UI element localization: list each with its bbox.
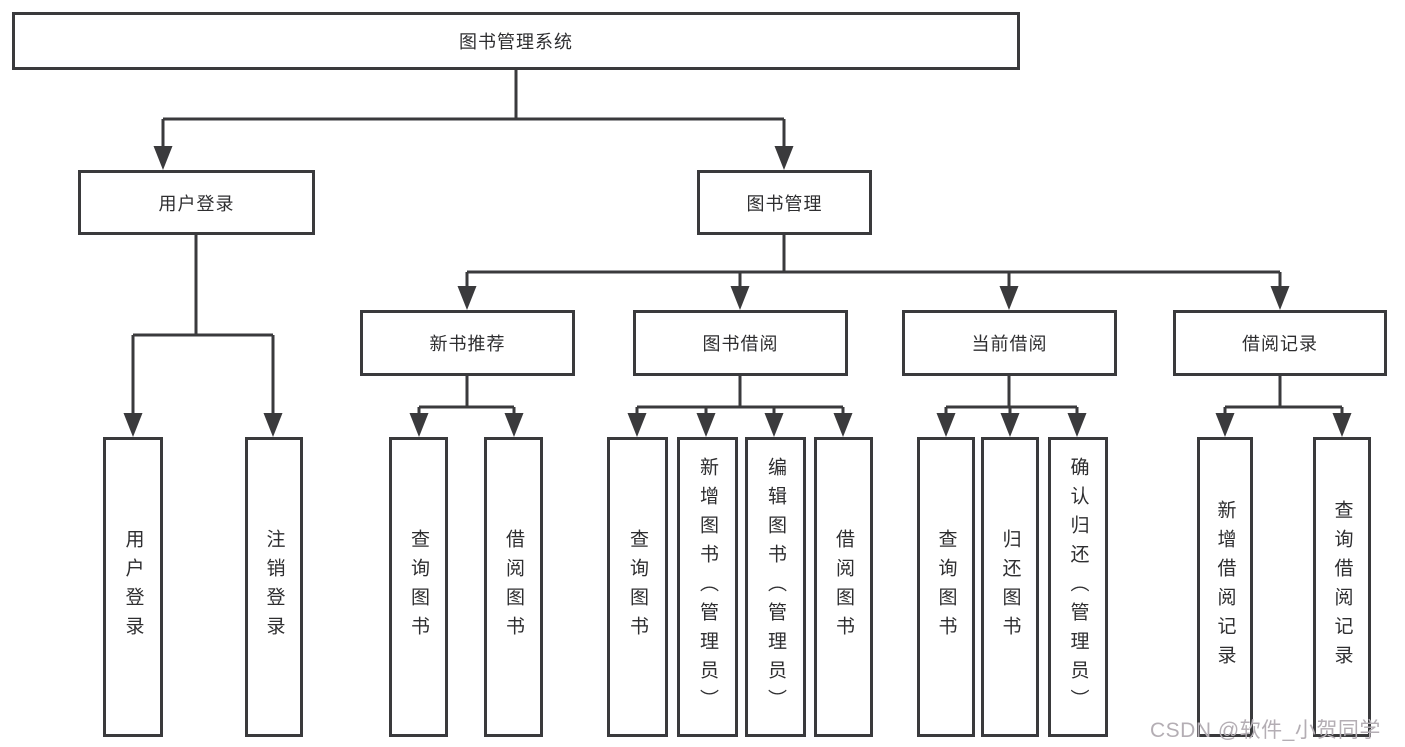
node-label-query-borrow-record: 查询借阅记录 [1331, 500, 1353, 674]
node-borrow-books-2: 借阅图书 [814, 437, 873, 737]
node-label-user-login-leaf: 用户登录 [122, 529, 144, 645]
node-label-edit-books-admin: 编辑图书（管理员） [765, 456, 786, 718]
arrowhead-icon [409, 413, 429, 437]
node-confirm-return-admin: 确认归还（管理员） [1048, 437, 1108, 737]
node-label-borrowing-records: 借阅记录 [1242, 334, 1318, 354]
node-label-logout-leaf: 注销登录 [263, 529, 285, 645]
node-root: 图书管理系统 [12, 12, 1020, 70]
node-book-management: 图书管理 [697, 170, 872, 235]
arrowhead-icon [263, 413, 283, 437]
arrowhead-icon [504, 413, 524, 437]
arrowhead-icon [764, 413, 784, 437]
node-user-login-leaf: 用户登录 [103, 437, 163, 737]
node-label-user-login: 用户登录 [158, 193, 235, 214]
node-return-books: 归还图书 [981, 437, 1039, 737]
node-label-root: 图书管理系统 [459, 32, 573, 52]
arrowhead-icon [730, 286, 750, 310]
arrowhead-icon [936, 413, 956, 437]
node-label-add-borrow-record: 新增借阅记录 [1214, 500, 1236, 674]
node-label-current-borrowing: 当前借阅 [971, 334, 1048, 354]
watermark: CSDN @软件_小贺同学 [1150, 719, 1381, 742]
node-query-books-1: 查询图书 [389, 437, 448, 737]
node-user-login: 用户登录 [78, 170, 315, 235]
arrowhead-icon [1067, 413, 1087, 437]
node-query-books-3: 查询图书 [917, 437, 975, 737]
arrowhead-icon [999, 286, 1019, 310]
node-label-return-books: 归还图书 [999, 529, 1021, 645]
arrowhead-icon [696, 413, 716, 437]
node-query-borrow-record: 查询借阅记录 [1313, 437, 1371, 737]
node-label-book-management: 图书管理 [746, 193, 823, 214]
node-label-borrow-books-2: 借阅图书 [833, 529, 854, 645]
node-label-add-books-admin: 新增图书（管理员） [697, 456, 718, 718]
node-edit-books-admin: 编辑图书（管理员） [745, 437, 806, 737]
node-borrow-books-1: 借阅图书 [484, 437, 543, 737]
arrowhead-icon [457, 286, 477, 310]
arrowhead-icon [153, 146, 173, 170]
node-label-borrow-books-1: 借阅图书 [503, 529, 524, 645]
node-add-borrow-record: 新增借阅记录 [1197, 437, 1253, 737]
arrowhead-icon [833, 413, 853, 437]
node-book-borrowing: 图书借阅 [633, 310, 848, 376]
arrowhead-icon [1215, 413, 1235, 437]
arrowhead-icon [774, 146, 794, 170]
arrowhead-icon [1270, 286, 1290, 310]
node-label-confirm-return-admin: 确认归还（管理员） [1067, 456, 1089, 718]
node-current-borrowing: 当前借阅 [902, 310, 1117, 376]
arrowhead-icon [123, 413, 143, 437]
node-label-new-book-recommend: 新书推荐 [429, 334, 506, 354]
node-borrowing-records: 借阅记录 [1173, 310, 1387, 376]
node-label-query-books-2: 查询图书 [627, 529, 648, 645]
node-new-book-recommend: 新书推荐 [360, 310, 575, 376]
node-label-query-books-3: 查询图书 [935, 529, 957, 645]
node-query-books-2: 查询图书 [607, 437, 668, 737]
node-logout-leaf: 注销登录 [245, 437, 303, 737]
arrowhead-icon [627, 413, 647, 437]
node-add-books-admin: 新增图书（管理员） [677, 437, 738, 737]
node-label-query-books-1: 查询图书 [408, 529, 429, 645]
arrowhead-icon [1000, 413, 1020, 437]
node-label-book-borrowing: 图书借阅 [702, 334, 779, 354]
arrowhead-icon [1332, 413, 1352, 437]
